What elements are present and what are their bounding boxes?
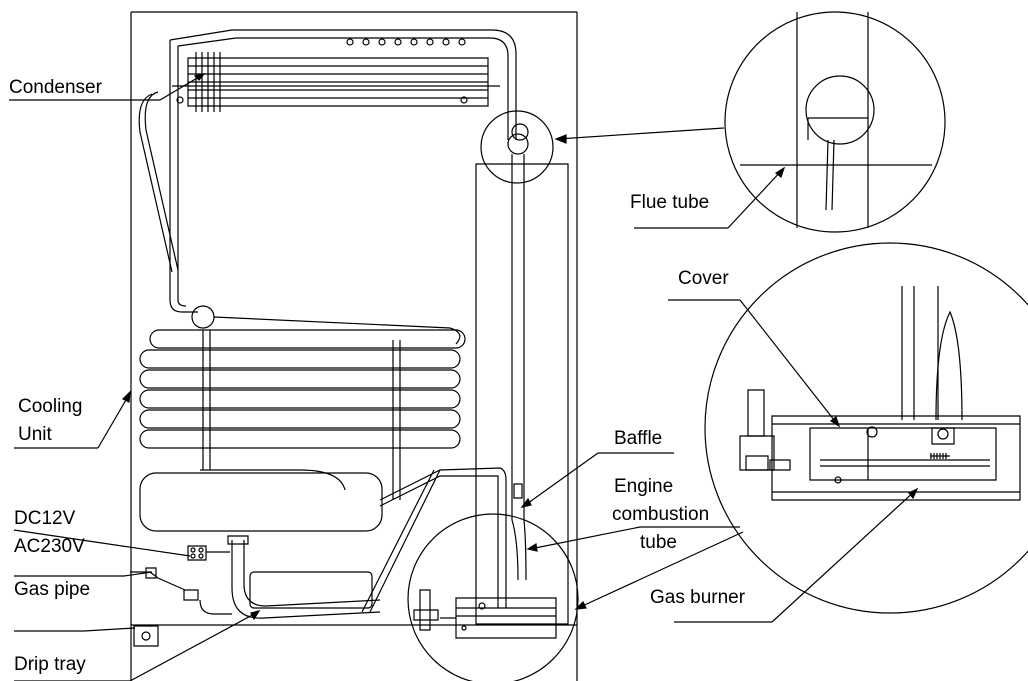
drip-tray-label: Drip tray [14, 654, 86, 675]
flue-column [476, 111, 568, 624]
electric-terminals [130, 546, 230, 590]
condenser [139, 30, 516, 312]
baffle-label: Baffle [614, 428, 663, 449]
ac230v-label: AC230V [14, 536, 85, 557]
cooling-unit-label-line1: Cooling [18, 396, 83, 417]
engine-label-line1: Engine [614, 476, 674, 497]
gas-pipe-label: Gas pipe [14, 579, 91, 600]
burner-cover-detail [705, 243, 1028, 613]
leader-lines [9, 74, 917, 681]
gas-burner-label: Gas burner [650, 587, 746, 608]
flue-tube-detail [725, 12, 945, 232]
fridge-body [131, 12, 577, 681]
dc12v-label: DC12V [14, 508, 76, 529]
engine-label-line3: tube [640, 532, 677, 553]
boiler-piping [184, 536, 380, 618]
cooling-unit-label-line2: Unit [18, 424, 52, 445]
engine-label-line2: combustion [612, 504, 710, 525]
cover-label: Cover [678, 268, 729, 289]
condenser-label: Condenser [9, 77, 102, 98]
flue-tube-label: Flue tube [630, 192, 710, 213]
evaporator-coils [140, 306, 465, 500]
burner-detail-small [408, 514, 578, 681]
absorber-tank [140, 468, 506, 612]
